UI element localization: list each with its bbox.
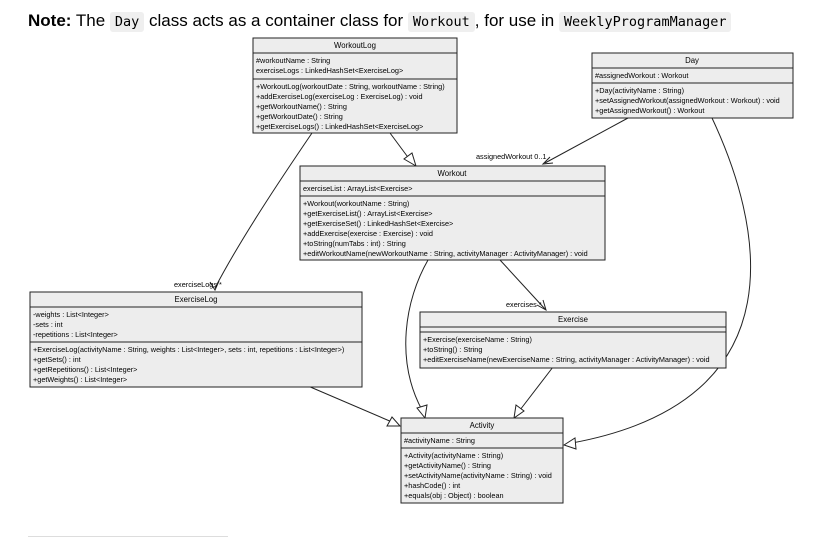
edge-day-workout: [544, 117, 629, 164]
arrowhead-workout-activity: [416, 404, 428, 420]
workoutlog-op: +addExerciseLog(exerciseLog : ExerciseLo…: [256, 92, 423, 101]
exerciselog-op: +ExerciseLog(activityName : String, weig…: [33, 345, 344, 354]
activity-op: +setActivityName(activityName : String) …: [404, 471, 552, 480]
workoutlog-op: +getWorkoutDate() : String: [256, 112, 343, 121]
class-workoutlog: WorkoutLog #workoutName : String exercis…: [252, 37, 458, 134]
workout-attr: exerciseList : ArrayList<Exercise>: [303, 184, 413, 193]
class-day: Day #assignedWorkout : Workout +Day(acti…: [591, 52, 794, 119]
exerciselog-attr: -repetitions : List<Integer>: [33, 330, 118, 339]
workoutlog-op: +getWorkoutName() : String: [256, 102, 347, 111]
workoutlog-op: +WorkoutLog(workoutDate : String, workou…: [256, 82, 445, 91]
workout-op: +getExerciseSet() : LinkedHashSet<Exerci…: [303, 219, 453, 228]
edge-workout-exercise: [499, 259, 546, 310]
relationships: [209, 117, 752, 450]
code-day: Day: [109, 12, 145, 32]
workout-op: +getExerciseList() : ArrayList<Exercise>: [303, 209, 433, 218]
exercise-name: Exercise: [558, 315, 588, 324]
workout-op: +addExercise(exercise : Exercise) : void: [303, 229, 433, 238]
label-assigned-workout: assignedWorkout 0..1: [476, 152, 546, 161]
edge-day-activity: [571, 117, 752, 444]
arrowhead-workoutlog-workout: [403, 152, 417, 168]
activity-op: +getActivityName() : String: [404, 461, 491, 470]
note-label: Note:: [28, 11, 72, 30]
class-activity: Activity #activityName : String +Activit…: [400, 417, 564, 504]
arrowhead-workout-exercise: [536, 299, 547, 312]
workoutlog-attr: exerciseLogs : LinkedHashSet<ExerciseLog…: [256, 66, 403, 75]
exerciselog-op: +getRepetitions() : List<Integer>: [33, 365, 137, 374]
activity-name: Activity: [470, 421, 495, 430]
day-attr: #assignedWorkout : Workout: [595, 71, 688, 80]
edge-exerciselog-activity: [307, 385, 393, 423]
day-op: +getAssignedWorkout() : Workout: [595, 106, 704, 115]
edge-workoutlog-exerciselog: [214, 132, 313, 289]
edge-workout-activity: [405, 259, 429, 411]
note-mid2: , for use in: [474, 11, 559, 30]
label-exercises: exercises *: [506, 300, 542, 309]
exerciselog-name: ExerciseLog: [175, 295, 218, 304]
exerciselog-attr: -sets : int: [33, 320, 63, 329]
workout-op: +toString(numTabs : int) : String: [303, 239, 406, 248]
exerciselog-op: +getSets() : int: [33, 355, 81, 364]
note-mid1: class acts as a container class for: [144, 11, 408, 30]
arrowhead-workoutlog-exerciselog: [209, 280, 220, 292]
bottom-divider: [28, 536, 228, 537]
exerciselog-op: +getWeights() : List<Integer>: [33, 375, 127, 384]
note-pre: The: [71, 11, 110, 30]
activity-attr: #activityName : String: [404, 436, 475, 445]
activity-op: +hashCode() : int: [404, 481, 460, 490]
code-workout: Workout: [407, 12, 475, 32]
workoutlog-op: +getExerciseLogs() : LinkedHashSet<Exerc…: [256, 122, 423, 131]
day-op: +Day(activityName : String): [595, 86, 684, 95]
arrowhead-day-activity: [562, 437, 577, 450]
arrowhead-exerciselog-activity: [386, 416, 402, 427]
day-name: Day: [685, 56, 699, 65]
activity-op: +Activity(activityName : String): [404, 451, 503, 460]
class-exerciselog: ExerciseLog -weights : List<Integer> -se…: [29, 291, 363, 388]
workout-name: Workout: [438, 169, 468, 178]
workout-op: +Workout(workoutName : String): [303, 199, 409, 208]
class-exercise: Exercise +Exercise(exerciseName : String…: [419, 311, 727, 369]
exercise-op: +toString() : String: [423, 345, 482, 354]
edge-workoutlog-workout: [389, 132, 411, 161]
class-workout: Workout exerciseList : ArrayList<Exercis…: [299, 165, 606, 261]
exercise-op: +editExerciseName(newExerciseName : Stri…: [423, 355, 710, 364]
workoutlog-attr: #workoutName : String: [256, 56, 330, 65]
day-op: +setAssignedWorkout(assignedWorkout : Wo…: [595, 96, 780, 105]
label-exercise-logs: exerciseLogs *: [174, 280, 222, 289]
code-weekly-program-manager: WeeklyProgramManager: [558, 12, 732, 32]
arrowhead-day-workout: [541, 156, 554, 165]
note-text: Note: The Day class acts as a container …: [28, 9, 732, 34]
workoutlog-name: WorkoutLog: [334, 41, 376, 50]
exerciselog-attr: -weights : List<Integer>: [33, 310, 109, 319]
activity-op: +equals(obj : Object) : boolean: [404, 491, 504, 500]
arrowhead-exercise-activity: [513, 404, 525, 420]
edge-exercise-activity: [519, 366, 554, 411]
workout-op: +editWorkoutName(newWorkoutName : String…: [303, 249, 588, 258]
exercise-op: +Exercise(exerciseName : String): [423, 335, 532, 344]
